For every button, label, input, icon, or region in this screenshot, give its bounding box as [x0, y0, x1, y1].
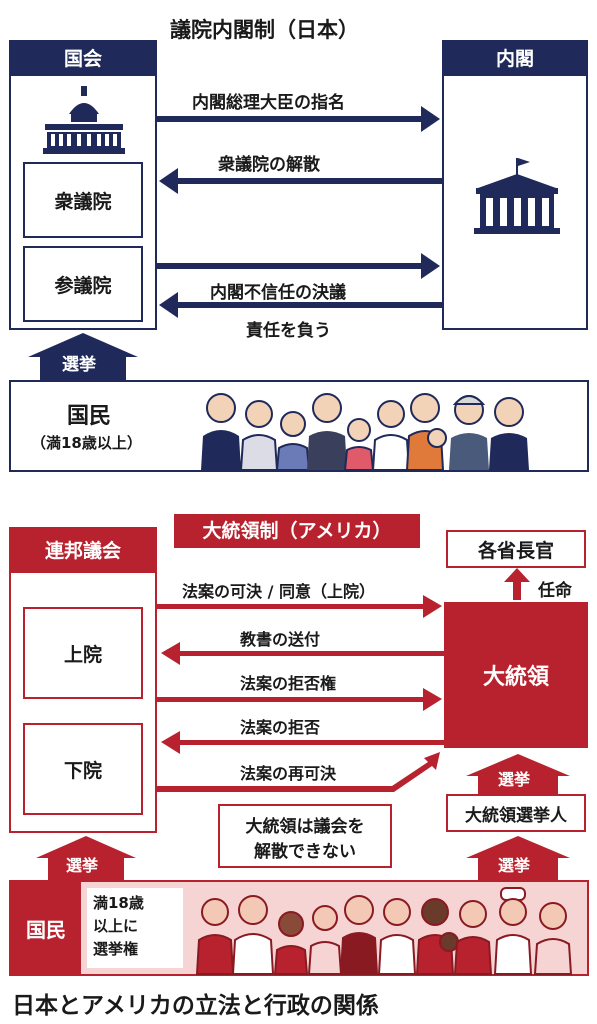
repass-label: 法案の再可決: [240, 764, 337, 783]
elector-election-label: 選挙: [498, 770, 531, 789]
figure-caption: 日本とアメリカの立法と行政の関係: [12, 993, 379, 1019]
usa-title-bar: 大統領制（アメリカ）: [174, 514, 420, 548]
house-of-councillors: 参議院: [23, 246, 143, 322]
cabinet-box: 内閣: [442, 40, 588, 330]
no-dissolve-note: 大統領は議会を 解散できない: [218, 804, 392, 868]
electors-people-label: 選挙: [498, 856, 531, 875]
secretaries-box: 各省長官: [446, 530, 586, 568]
electors-people-arrow: [466, 836, 570, 880]
cabinet-building-icon: [470, 158, 564, 242]
usa-people-sub1: 満18歳: [93, 894, 144, 912]
japan-election-arrow: [28, 333, 138, 381]
congress-election-label: 選挙: [66, 856, 99, 875]
elector-election-arrow: [466, 754, 570, 798]
house-of-representatives: 衆議院: [23, 162, 143, 238]
president-box: 大統領: [444, 602, 588, 748]
dissolve-label: 衆議院の解散: [218, 155, 320, 175]
usa-people-sub-box: 満18歳 以上に 選挙権: [87, 888, 183, 968]
japan-people-box: 国民 （満18歳以上）: [9, 380, 589, 472]
usa-people-box: 国民 満18歳 以上に 選挙権: [9, 880, 589, 976]
cabinet-label: 内閣: [444, 42, 586, 76]
house: 下院: [23, 723, 143, 815]
diet-label: 国会: [11, 42, 155, 76]
message-label: 教書の送付: [240, 630, 321, 649]
usa-people-label: 国民: [26, 917, 66, 942]
veto-label: 法案の拒否: [240, 718, 321, 737]
appoint-arrow: [504, 568, 530, 600]
usa-people-tag: 国民: [11, 882, 81, 974]
japan-people-label: 国民: [67, 404, 112, 429]
electors-box: 大統領選挙人: [446, 794, 586, 832]
congress-box: 連邦議会 上院 下院: [9, 527, 157, 833]
senate: 上院: [23, 607, 143, 699]
president-label: 大統領: [482, 665, 549, 690]
appoint-label: 任命: [538, 581, 572, 601]
no-confidence-label: 内閣不信任の決議: [210, 283, 346, 303]
japan-election-label: 選挙: [62, 355, 96, 375]
usa-title: 大統領制（アメリカ）: [202, 520, 392, 542]
usa-people-sub3: 選挙権: [93, 940, 139, 958]
usa-crowd-icon: [195, 887, 581, 978]
diet-building-icon: [41, 86, 127, 160]
congress-label: 連邦議会: [11, 529, 155, 573]
nominate-label: 内閣総理大臣の指名: [192, 93, 345, 113]
japan-title: 議院内閣制（日本）: [170, 18, 359, 42]
usa-people-sub2: 以上に: [93, 917, 139, 935]
congress-election-arrow: [36, 836, 136, 880]
people-crowd-icon: [201, 386, 571, 474]
responsibility-label: 責任を負う: [246, 321, 331, 341]
diet-box: 国会 衆議院 参議院: [9, 40, 157, 330]
veto-power-label: 法案の拒否権: [240, 674, 337, 693]
pass-consent-label: 法案の可決 / 同意（上院）: [182, 582, 375, 601]
no-dissolve-line1: 大統領は議会を: [245, 817, 365, 837]
no-dissolve-line2: 解散できない: [254, 842, 356, 862]
japan-people-sub: （満18歳以上）: [31, 434, 142, 452]
